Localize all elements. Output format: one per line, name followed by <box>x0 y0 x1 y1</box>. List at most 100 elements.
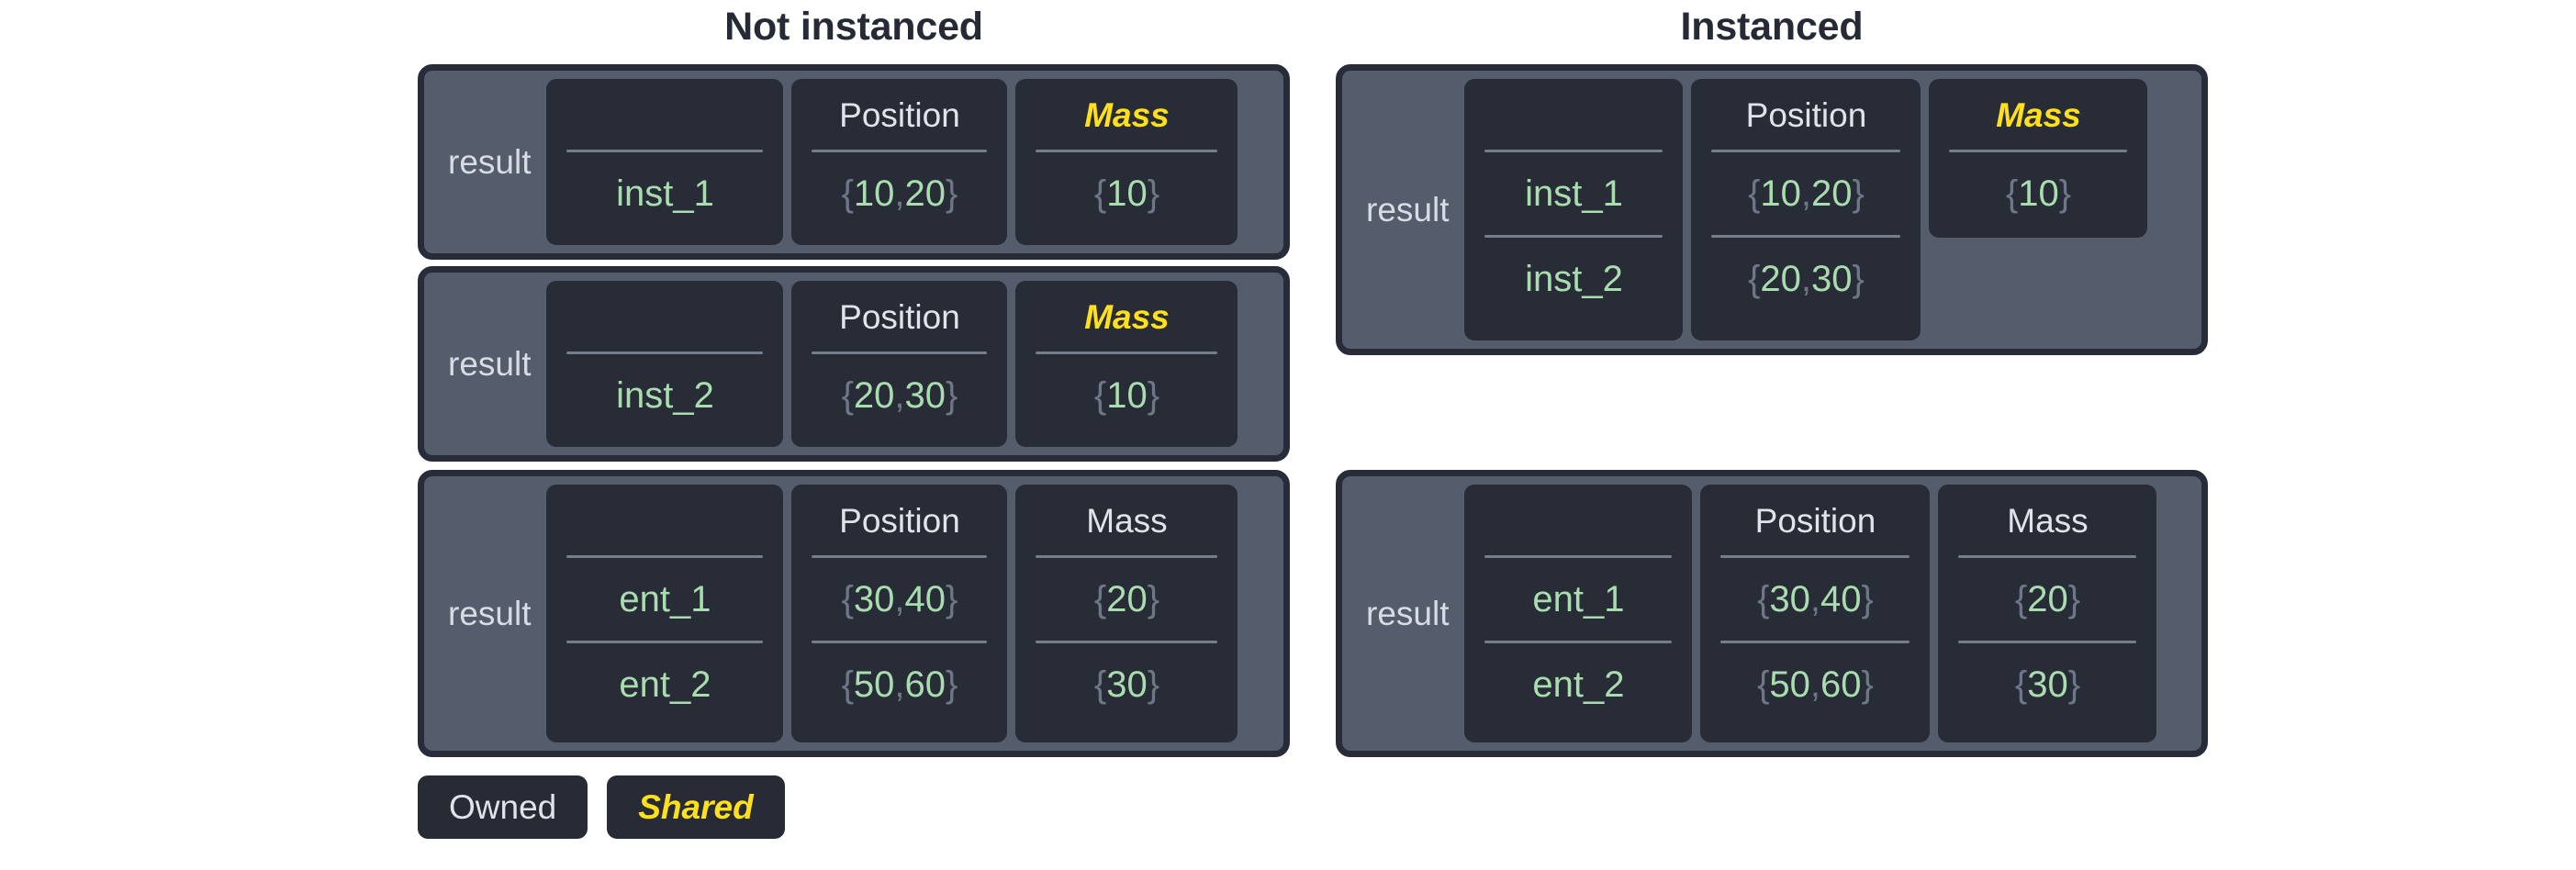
field-value: ent_1 <box>1532 579 1625 619</box>
field-header-mass: Mass <box>1084 297 1170 336</box>
column-spacer <box>546 430 783 438</box>
column-spacer <box>1015 430 1238 438</box>
field-value: inst_1 <box>616 173 714 214</box>
result-card: result inst_1 Position{10, 20} Mass {10} <box>418 64 1290 260</box>
field-column-mass: Mass {10} <box>1929 79 2148 238</box>
field-value: {10} <box>2005 173 2072 214</box>
column-spacer <box>791 229 1007 236</box>
field-column-mass: Mass {10} <box>1015 79 1238 245</box>
legend: Owned Shared <box>418 775 785 839</box>
field-value: inst_2 <box>616 375 714 416</box>
result-label: result <box>1366 595 1450 632</box>
field-column-mass: Mass {20} {30} <box>1938 485 2157 742</box>
field-separator <box>1036 150 1218 152</box>
field-value: {10} <box>1093 375 1160 416</box>
field-columns: ent_1 ent_2 Position {30, 40} {50, 60} Mass {2… <box>546 485 1275 742</box>
result-card: result inst_2 Position {20, 30} Mass {10} <box>418 266 1290 462</box>
field-value: {30} <box>2014 664 2081 705</box>
field-value: inst_2 <box>1525 259 1623 299</box>
field-value: {30} <box>1093 664 1160 705</box>
field-separator <box>1484 235 1663 238</box>
field-column-position: Position {30, 40} {50, 60} <box>1700 485 1931 742</box>
result-card: result ent_1 ent_2 Position {30, 40} {50, 60… <box>418 470 1290 757</box>
column-spacer <box>1015 719 1238 733</box>
field-header-position: Position <box>839 297 960 336</box>
column-spacer <box>1938 719 2156 733</box>
column-spacer <box>546 229 783 236</box>
field-separator <box>1958 555 2137 558</box>
field-header-position: Position <box>839 501 960 540</box>
field-value: {20, 30} <box>841 375 958 416</box>
column-spacer <box>1464 314 1683 331</box>
field-value: {20} <box>1093 579 1160 619</box>
field-column-position: Position {20, 30} <box>791 281 1008 447</box>
field-separator <box>812 150 988 152</box>
field-separator <box>1720 555 1910 558</box>
field-value: ent_2 <box>1532 664 1625 705</box>
result-label: result <box>448 345 532 383</box>
result-label: result <box>1366 191 1450 229</box>
field-separator <box>1036 351 1218 354</box>
column-title-not-instanced: Not instanced <box>724 5 983 49</box>
field-header-name <box>546 288 783 345</box>
field-header-name <box>1464 492 1692 549</box>
legend-chip-owned: Owned <box>418 775 588 839</box>
field-columns: inst_1 Position{10, 20} Mass {10} <box>546 79 1275 245</box>
field-value: {20, 30} <box>1748 259 1865 299</box>
field-value: {20} <box>2014 579 2081 619</box>
field-separator <box>1720 641 1910 643</box>
field-header-mass: Mass <box>1996 95 2081 134</box>
result-card: result ent_1 ent_2 Position {30, 40} {50, 60… <box>1336 470 2208 757</box>
column-spacer <box>1691 314 1921 331</box>
column-title-instanced: Instanced <box>1680 5 1864 49</box>
field-header-position: Position <box>1754 501 1876 540</box>
field-header-name <box>1464 86 1683 143</box>
field-separator <box>812 555 988 558</box>
field-column-mass: Mass {20} {30} <box>1015 485 1238 742</box>
column-spacer <box>546 719 783 733</box>
field-column-position: Position{10, 20}{20, 30} <box>1691 79 1921 340</box>
field-separator <box>566 641 764 643</box>
result-label: result <box>448 595 532 632</box>
field-separator <box>1484 555 1673 558</box>
field-header-name <box>546 492 783 549</box>
field-separator <box>812 641 988 643</box>
field-header-name <box>546 86 783 143</box>
field-column-name: ent_1 ent_2 <box>1464 485 1693 742</box>
field-separator <box>1036 641 1218 643</box>
field-column-name: ent_1 ent_2 <box>546 485 784 742</box>
field-value: {30, 40} <box>841 579 958 619</box>
field-header-mass: Mass <box>1086 501 1168 540</box>
column-spacer <box>791 719 1007 733</box>
column-spacer <box>791 430 1007 438</box>
field-separator <box>1484 150 1663 152</box>
field-value: {50, 60} <box>1757 664 1874 705</box>
field-value: ent_2 <box>619 664 711 705</box>
field-value: {30, 40} <box>1757 579 1874 619</box>
column-spacer <box>1464 719 1692 733</box>
field-value: {10, 20} <box>1748 173 1865 214</box>
field-value: inst_1 <box>1525 173 1623 214</box>
column-spacer <box>1700 719 1930 733</box>
field-header-mass: Mass <box>2007 501 2089 540</box>
field-header-mass: Mass <box>1084 95 1170 134</box>
field-column-mass: Mass {10} <box>1015 281 1238 447</box>
field-column-name: inst_2 <box>546 281 784 447</box>
field-column-position: Position{10, 20} <box>791 79 1008 245</box>
field-separator <box>1036 555 1218 558</box>
result-label: result <box>448 143 532 181</box>
field-separator <box>566 150 764 152</box>
legend-chip-shared: Shared <box>607 775 785 839</box>
field-value: ent_1 <box>619 579 711 619</box>
field-column-name: inst_1 inst_2 <box>1464 79 1684 340</box>
field-value: {10} <box>1093 173 1160 214</box>
field-value: {50, 60} <box>841 664 958 705</box>
field-separator <box>1711 150 1901 152</box>
field-separator <box>1711 235 1901 238</box>
field-separator <box>1949 150 2128 152</box>
field-column-position: Position {30, 40} {50, 60} <box>791 485 1008 742</box>
field-separator <box>566 555 764 558</box>
field-separator <box>1484 641 1673 643</box>
